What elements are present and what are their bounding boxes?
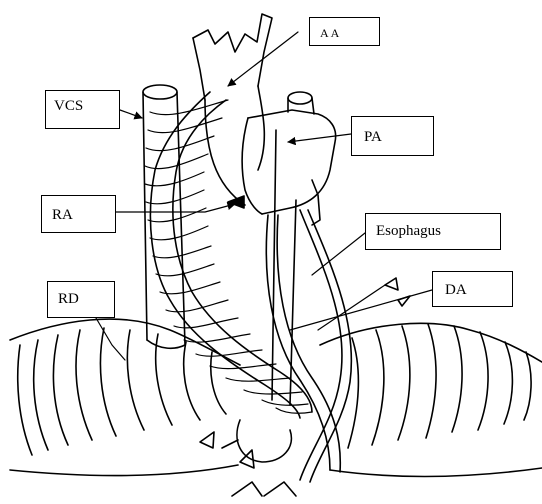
label-da: DA [432,271,513,307]
pulmonary-artery [242,92,335,225]
esophagus [300,210,351,482]
label-rd: RD [47,281,115,318]
trachea [145,100,312,413]
label-esophagus: Esophagus [365,213,501,250]
descending-aorta [266,130,340,472]
label-aa: AA [309,17,380,46]
label-ra: RA [41,195,116,233]
label-vcs: VCS [45,90,120,129]
diaphragm [10,319,542,476]
label-pa: PA [351,116,434,156]
